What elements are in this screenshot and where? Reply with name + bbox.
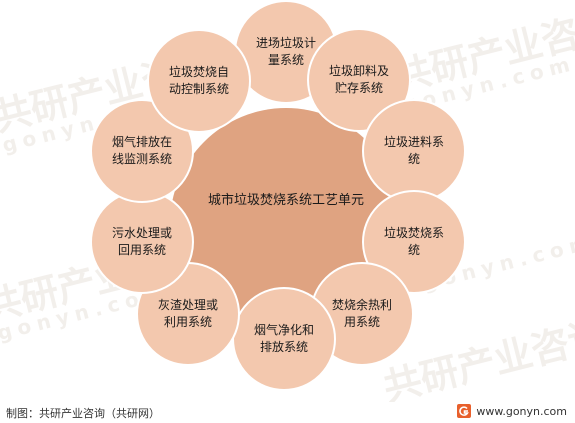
watermark-text: 共研产业咨询: [388, 1, 575, 100]
website-credit: www.gonyn.com: [457, 404, 567, 418]
node-label: 垃圾焚烧系统: [383, 226, 444, 257]
footer: 制图：共研产业咨询（共研网） www.gonyn.com: [0, 402, 575, 423]
node-flue-gas-purification-system: 烟气净化和排放系统: [232, 287, 336, 391]
center-label: 城市垃圾焚烧系统工艺单元: [207, 193, 364, 208]
node-label: 焚烧余热利用系统: [331, 298, 392, 329]
node-wastewater-system: 污水处理或回用系统: [90, 190, 194, 294]
source-credit: 制图：共研产业咨询（共研网）: [6, 407, 160, 420]
node-label: 灰渣处理或利用系统: [157, 298, 218, 329]
node-label: 垃圾进料系统: [383, 135, 444, 166]
node-label: 垃圾焚烧自动控制系统: [168, 65, 229, 96]
node-label: 烟气排放在线监测系统: [111, 135, 172, 166]
node-feeding-system: 垃圾进料系统: [362, 99, 466, 203]
node-label: 污水处理或回用系统: [111, 226, 172, 257]
node-label: 垃圾卸料及贮存系统: [328, 64, 389, 95]
node-auto-control-system: 垃圾焚烧自动控制系统: [147, 29, 251, 133]
node-label: 烟气净化和排放系统: [253, 323, 314, 354]
website-url: www.gonyn.com: [476, 404, 567, 418]
node-label: 进场垃圾计量系统: [255, 36, 316, 67]
gonyn-logo-icon: [457, 404, 472, 418]
